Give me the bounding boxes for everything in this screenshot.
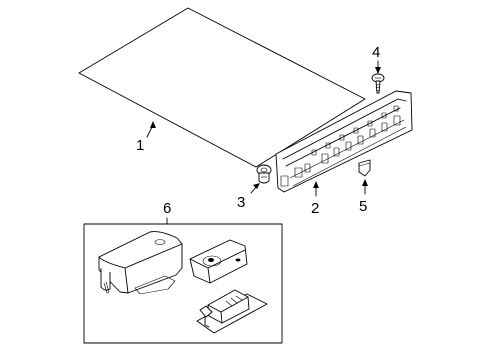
callout-4: 4	[372, 44, 381, 74]
callout-2-label: 2	[311, 200, 319, 217]
callout-5: 5	[359, 179, 368, 215]
tool-bag-icon	[189, 239, 248, 284]
tool-kit-case-icon	[98, 231, 183, 295]
tool-kit-frame	[83, 223, 283, 344]
retainer-clip-icon	[358, 159, 371, 177]
callout-2: 2	[311, 181, 319, 217]
callout-4-label: 4	[372, 44, 380, 61]
jack-icon	[196, 289, 268, 334]
sill-plate-icon	[275, 90, 413, 193]
callout-6: 6	[163, 200, 171, 225]
callout-6-label: 6	[163, 200, 171, 217]
callout-3: 3	[237, 183, 260, 211]
callout-5-label: 5	[359, 198, 367, 215]
trunk-mat-icon	[78, 7, 366, 168]
callout-1-label: 1	[136, 137, 144, 154]
callout-3-label: 3	[237, 194, 245, 211]
push-pin-clip-icon	[256, 164, 272, 184]
sill-plate-slots	[280, 105, 401, 187]
screw-icon	[371, 73, 385, 94]
callout-1: 1	[136, 121, 156, 154]
